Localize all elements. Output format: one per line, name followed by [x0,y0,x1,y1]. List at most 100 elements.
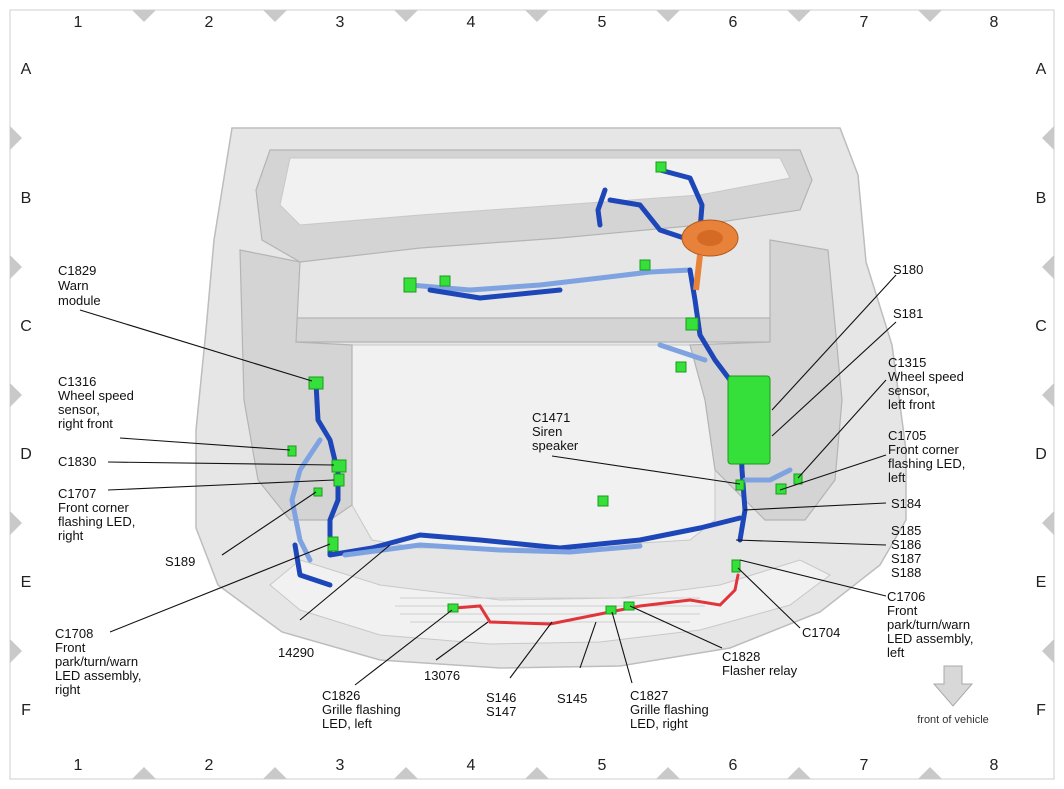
callout-leaders [79,274,897,686]
leader-c1708 [109,543,331,633]
connector-c1316 [287,445,297,457]
callout-c1704: C1704 [802,625,840,640]
harness-left-branch [657,342,708,363]
leader-s145 [579,621,597,669]
callout-c1830: C1830 [58,454,96,469]
leader-c1826 [354,609,453,686]
leader-s181 [771,321,897,437]
edge-marker-right-5 [1042,639,1054,663]
front-bumper [269,559,831,645]
leader-c1315 [797,379,887,479]
leader-13076 [435,621,489,661]
edge-marker-top-1 [132,10,156,22]
edge-marker-bottom-5 [656,767,680,779]
grille-mesh [395,597,705,623]
callout-c1705: C1705 Front corner flashing LED, left [888,428,969,485]
grid-col-2-bottom: 2 [205,757,214,774]
harness-grommet [681,219,739,291]
edge-marker-bottom-2 [263,767,287,779]
edge-marker-top-4 [525,10,549,22]
harness-upper-run [407,267,693,293]
edge-marker-left-4 [10,511,22,535]
harness-right-branch [289,437,323,563]
connector-group [287,161,803,615]
leader-s180 [771,274,897,411]
callout-c1829: C1829 Warn module [58,263,101,308]
harness-right-lower-loop [292,542,333,588]
callout-s180: S180 [893,262,923,277]
connector-c1471 [735,479,745,491]
edge-marker-top-2 [263,10,287,22]
grid-col-1-bottom: 1 [74,757,83,774]
grid-col-1-top: 1 [74,14,83,31]
grid-edge-markers [10,10,1054,779]
grid-row-c-right: C [1035,318,1047,335]
leader-c1471 [551,455,741,485]
connector-upper-left [403,277,417,293]
connector-c1705 [775,483,787,495]
connector-c1827 [605,605,617,615]
leader-c1828 [629,605,723,649]
grid-column-labels-bottom: 1 2 3 4 5 6 7 8 [74,757,999,774]
edge-marker-left-1 [10,126,22,150]
leader-c1707 [107,479,335,491]
grid-row-f-left: F [21,702,31,719]
grid-col-8-top: 8 [990,14,999,31]
callout-c1706: C1706 Front park/turn/warn LED assembly,… [887,589,977,660]
edge-marker-right-2 [1042,255,1054,279]
connector-c1704 [731,559,741,573]
connector-left-side [675,361,687,373]
edge-marker-bottom-7 [918,767,942,779]
callout-c1826: C1826 Grille flashing LED, left [322,688,404,731]
grid-row-b-right: B [1036,190,1047,207]
grid-row-c-left: C [20,318,32,335]
grid-col-2-top: 2 [205,14,214,31]
leader-s184 [743,502,887,511]
grid-col-8-bottom: 8 [990,757,999,774]
edge-marker-right-3 [1042,383,1054,407]
upper-radiator-support-top [279,157,791,226]
harness-top-loop [595,187,693,243]
leader-s189 [221,491,317,556]
front-of-vehicle-indicator: front of vehicle [917,665,989,726]
harness-top-right-loop [657,167,705,233]
module-box [727,375,771,465]
grid-col-3-top: 3 [336,14,345,31]
connector-c1829 [308,376,324,390]
callout-labels: C1829 Warn module C1316 Wheel speed sens… [55,262,977,731]
edge-marker-top-7 [918,10,942,22]
edge-marker-top-5 [656,10,680,22]
callout-c1471: C1471 Siren speaker [532,410,579,453]
grommet-tail [693,254,703,291]
edge-marker-top-6 [787,10,811,22]
edge-marker-left-2 [10,255,22,279]
grommet-center [697,230,723,246]
grid-col-4-top: 4 [467,14,476,31]
connector-c1707 [333,473,345,487]
leader-c1830 [107,461,335,466]
down-arrow-icon [932,665,974,707]
harness-right-riser [313,380,339,468]
connector-c1826 [447,603,459,613]
leader-c1827 [611,611,633,684]
connector-c1708 [327,536,339,552]
leader-c1316 [119,437,291,451]
edge-marker-bottom-3 [394,767,418,779]
grid-row-f-right: F [1036,702,1046,719]
callout-c1708: C1708 Front park/turn/warn LED assembly,… [55,626,145,697]
grid-col-6-top: 6 [729,14,738,31]
grid-row-e-right: E [1036,574,1047,591]
leader-c1704 [737,567,801,629]
connector-top-right [655,161,667,173]
grid-row-labels-left: A B C D E F [20,61,32,719]
grid-col-3-bottom: 3 [336,757,345,774]
grid-row-labels-right: A B C D E F [1035,61,1047,719]
grid-col-5-top: 5 [598,14,607,31]
edge-marker-bottom-1 [132,767,156,779]
edge-marker-right-4 [1042,511,1054,535]
harness-main-lower-overlay [342,542,643,558]
callout-14290: 14290 [278,645,314,660]
callout-s185-s188: S185 S186 S187 S188 [891,523,925,580]
connector-cross-bar [685,317,699,331]
